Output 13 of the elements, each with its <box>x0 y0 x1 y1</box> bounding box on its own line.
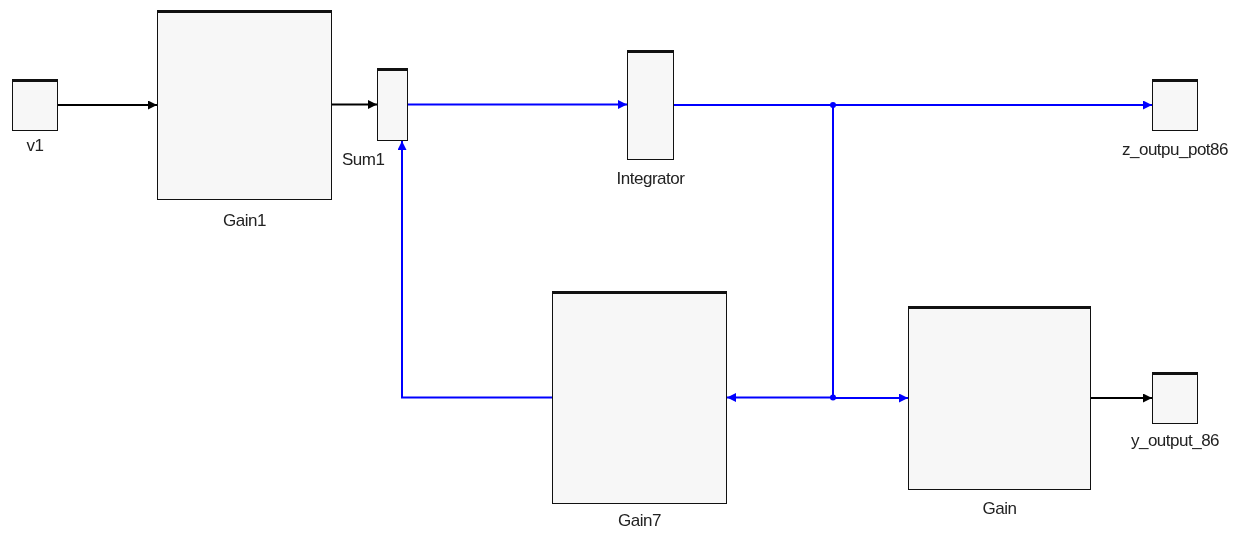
block-label: Gain7 <box>618 511 661 531</box>
block-label: y_output_86 <box>1130 431 1220 451</box>
signal-line <box>331 100 378 109</box>
signal-line <box>407 100 628 109</box>
block-label: Gain <box>982 499 1017 519</box>
block-label: v1 <box>26 136 44 156</box>
signal-line <box>1090 393 1153 403</box>
block-label: Gain1 <box>223 211 266 231</box>
block-label: Integrator <box>616 169 685 189</box>
signal-line <box>397 140 553 399</box>
block-label: z_outpu_pot86 <box>1122 140 1228 160</box>
signal-line <box>57 100 158 110</box>
block-label: Sum1 <box>342 150 385 170</box>
